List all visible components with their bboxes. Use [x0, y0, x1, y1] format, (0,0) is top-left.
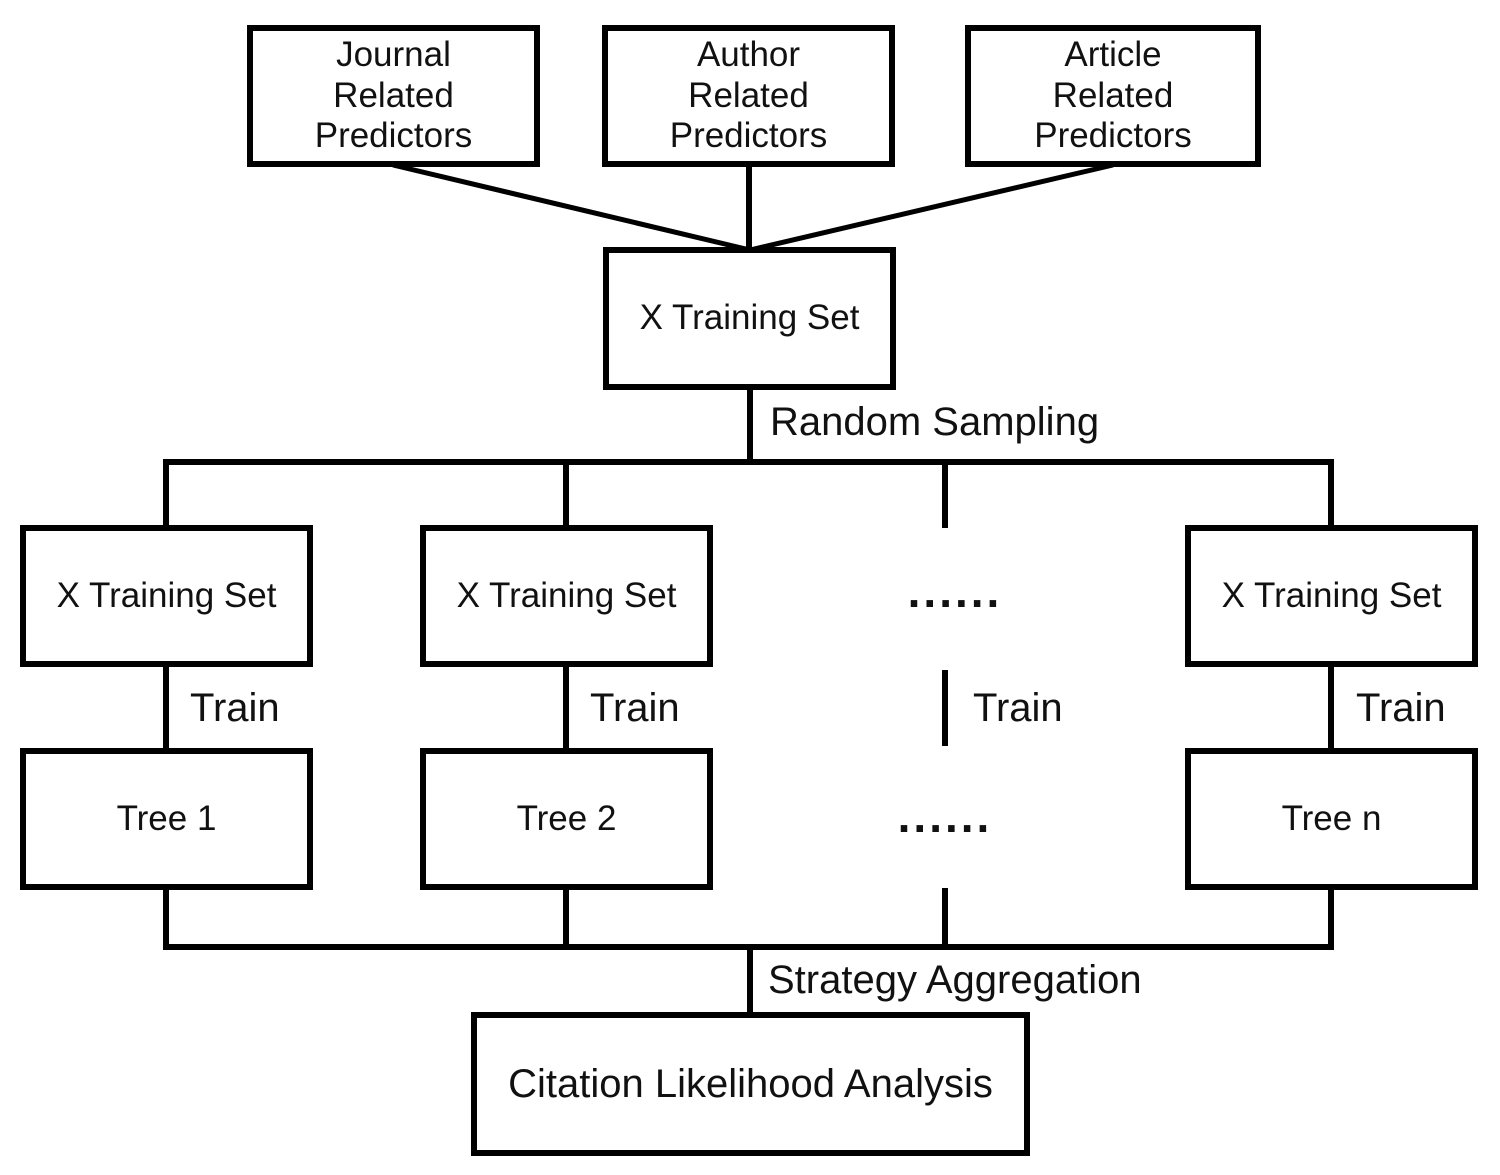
- edge-label-random-sampling: Random Sampling: [770, 400, 1100, 444]
- ellipsis-training-row: ......: [907, 565, 1003, 617]
- node-citation-likelihood-analysis: Citation Likelihood Analysis: [471, 1012, 1030, 1156]
- node-journal-related-predictors: Journal Related Predictors: [247, 25, 540, 167]
- node-training-set-1: X Training Set: [20, 525, 313, 667]
- node-tree-2: Tree 2: [420, 748, 713, 890]
- node-training-set-2: X Training Set: [420, 525, 713, 667]
- edge-label-strategy-aggregation: Strategy Aggregation: [768, 958, 1142, 1002]
- edge-label-train-2: Train: [590, 686, 680, 730]
- node-article-related-predictors: Article Related Predictors: [965, 25, 1261, 167]
- ellipsis-tree-row: ......: [897, 790, 993, 842]
- edge-label-train-1: Train: [190, 686, 280, 730]
- node-tree-n: Tree n: [1185, 748, 1478, 890]
- connector-journal-to-training: [392, 162, 751, 253]
- edge-label-train-n: Train: [1356, 686, 1446, 730]
- edge-label-train-3: Train: [973, 686, 1063, 730]
- node-training-set-n: X Training Set: [1185, 525, 1478, 667]
- node-author-related-predictors: Author Related Predictors: [602, 25, 895, 167]
- connector-article-to-training: [749, 162, 1114, 253]
- node-tree-1: Tree 1: [20, 748, 313, 890]
- node-training-set-main: X Training Set: [603, 247, 896, 390]
